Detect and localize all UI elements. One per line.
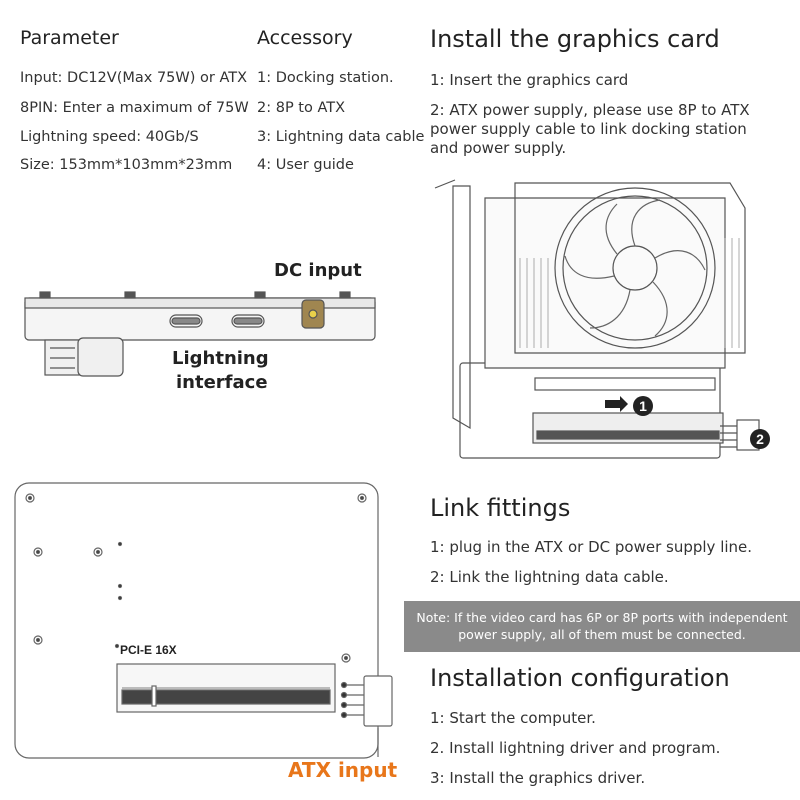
note-box: Note: If the video card has 6P or 8P por…	[404, 601, 800, 652]
accessory-item-1: 1: Docking station.	[257, 70, 394, 86]
link-heading: Link fittings	[430, 494, 571, 522]
dc-input-label: DC input	[274, 260, 362, 281]
install-card-step-1: 1: Insert the graphics card	[430, 71, 629, 89]
parameter-heading: Parameter	[20, 27, 119, 49]
lightning-label-line-2: interface	[176, 372, 268, 393]
lightning-label-line-1: Lightning	[172, 348, 269, 369]
parameter-line-8pin: 8PIN: Enter a maximum of 75W	[20, 100, 249, 116]
parameter-line-speed: Lightning speed: 40Gb/S	[20, 129, 199, 145]
note-line-1: Note: If the video card has 6P or 8P por…	[416, 610, 788, 625]
config-heading: Installation configuration	[430, 664, 730, 692]
config-step-2: 2. Install lightning driver and program.	[430, 739, 721, 757]
link-step-1: 1: plug in the ATX or DC power supply li…	[430, 538, 753, 556]
atx-input-label: ATX input	[288, 758, 398, 782]
accessory-item-3: 3: Lightning data cable	[257, 129, 425, 145]
config-step-3: 3: Install the graphics driver.	[430, 769, 646, 787]
graphics-card-illustration: 1 2	[434, 179, 770, 459]
link-step-2: 2: Link the lightning data cable.	[430, 568, 669, 586]
parameter-line-size: Size: 153mm*103mm*23mm	[20, 157, 233, 173]
note-line-2: power supply, all of them must be connec…	[458, 627, 746, 642]
accessory-heading: Accessory	[257, 27, 353, 49]
pcie-slot-label: PCI-E 16X	[120, 643, 177, 657]
marker-2: 2	[756, 431, 764, 447]
install-card-step-2a: 2: ATX power supply, please use 8P to AT…	[430, 101, 750, 119]
install-card-heading: Install the graphics card	[430, 25, 720, 53]
accessory-item-4: 4: User guide	[257, 157, 354, 173]
accessory-item-2: 2: 8P to ATX	[257, 100, 346, 116]
docking-board-illustration: PCI-E 16X	[14, 482, 393, 759]
config-step-1: 1: Start the computer.	[430, 709, 596, 727]
marker-1: 1	[639, 398, 647, 414]
install-card-step-2b: power supply cable to link docking stati…	[430, 120, 747, 138]
install-card-step-2c: and power supply.	[430, 139, 567, 157]
docking-side-view	[24, 291, 376, 377]
parameter-line-input: Input: DC12V(Max 75W) or ATX	[20, 70, 248, 86]
